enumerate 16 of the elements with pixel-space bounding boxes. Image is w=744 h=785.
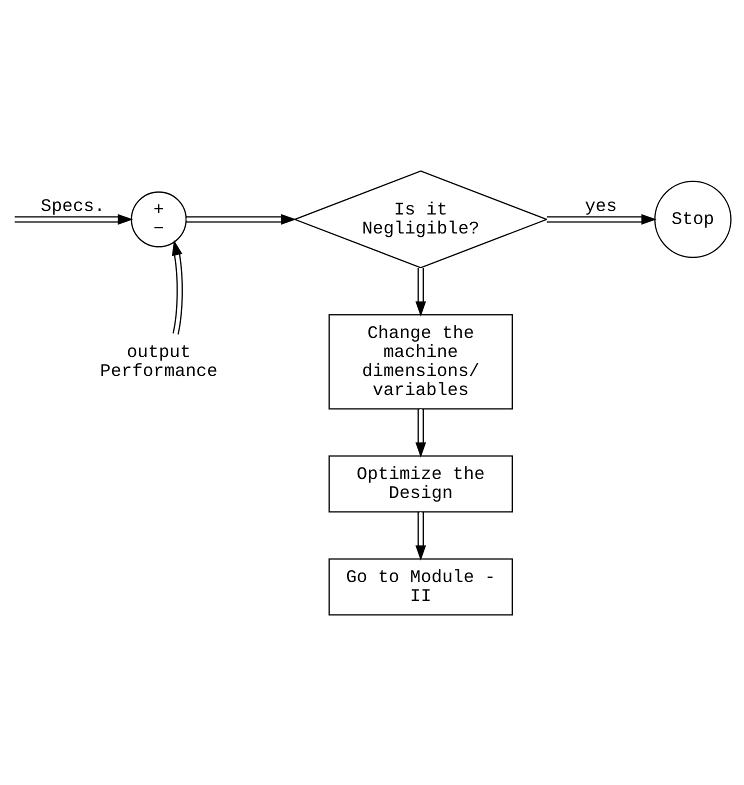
node-text: output Performance — [100, 342, 218, 382]
node-box: Change the machine dimensions/ variables — [328, 314, 513, 410]
node-box: Go to Module - II — [328, 558, 513, 616]
arrow — [172, 240, 183, 334]
arrow — [415, 512, 426, 560]
node-diamond: Is it Negligible? — [293, 170, 548, 268]
edge-label: yes — [584, 196, 617, 216]
arrow — [186, 214, 296, 224]
arrow — [14, 214, 134, 224]
arrow — [415, 408, 426, 458]
node-box: Optimize the Design — [328, 454, 513, 512]
edge-label: Specs. — [40, 196, 105, 216]
node-circle: + − — [130, 190, 187, 247]
arrow — [415, 268, 426, 316]
node-circle: Stop — [654, 180, 732, 258]
arrow — [546, 214, 657, 224]
